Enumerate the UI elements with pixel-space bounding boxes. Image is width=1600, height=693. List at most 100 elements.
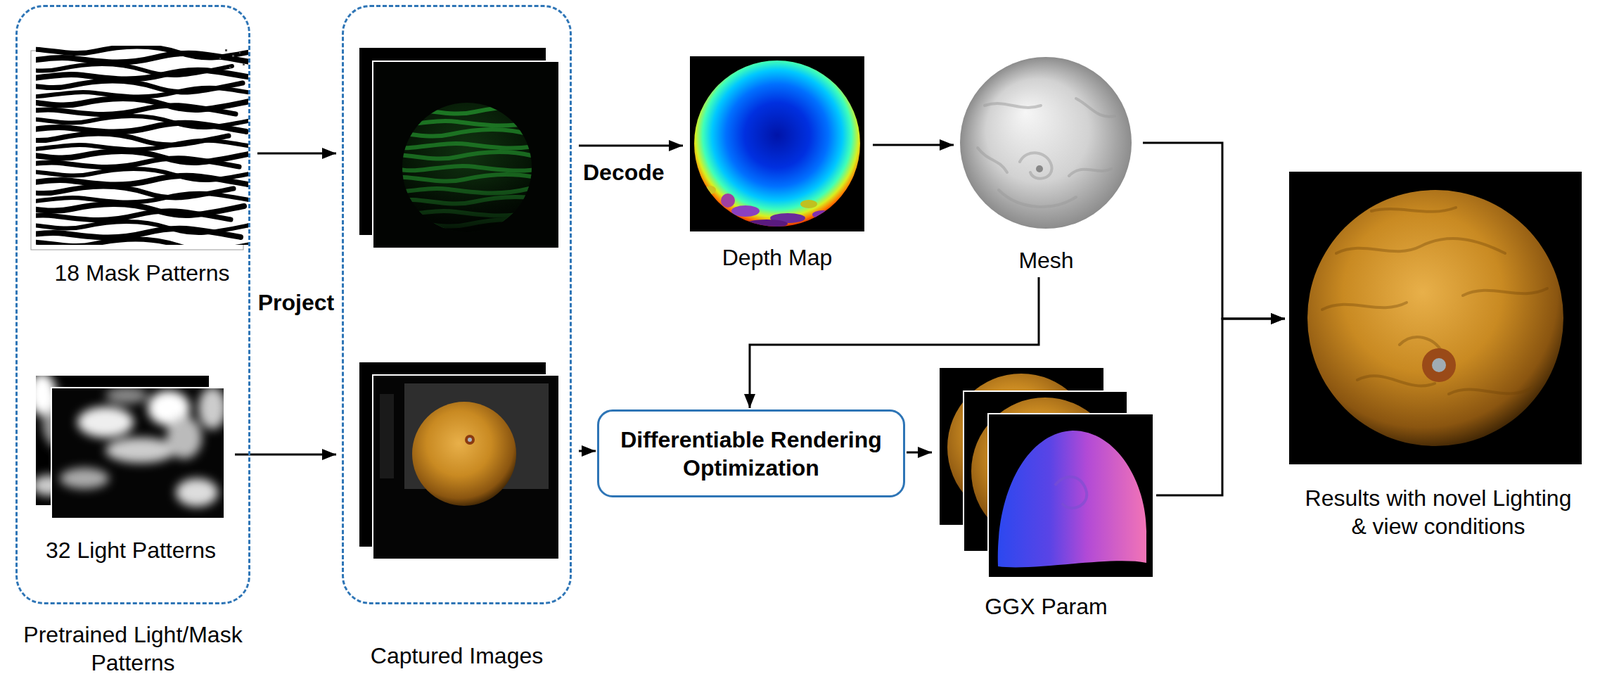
- light-pattern-stack: 32 Light Patterns: [35, 372, 226, 565]
- image-caption: Results with novel Lighting & view condi…: [1299, 483, 1578, 541]
- art-shape: [402, 102, 532, 233]
- mask-pattern-stack: 18 Mask Patterns: [35, 42, 249, 287]
- art-shape: [166, 416, 202, 459]
- art-shape: [105, 387, 148, 404]
- art-shape: [1462, 288, 1548, 296]
- process-label: Differentiable Rendering Optimization: [609, 425, 894, 482]
- art-shape: [1035, 165, 1043, 173]
- art-shape: [812, 210, 834, 219]
- art-shape: [984, 103, 1041, 108]
- image-caption: Mesh: [1018, 246, 1074, 275]
- art-shape: [35, 158, 240, 168]
- art-shape: [720, 193, 735, 208]
- art-shape: [229, 66, 231, 69]
- art-shape: [1322, 207, 1548, 394]
- art-shape: [1076, 98, 1115, 117]
- step-label: Project: [258, 288, 335, 317]
- art-shape: [239, 52, 241, 54]
- caption-holder: Captured Images: [322, 641, 591, 670]
- result-image: Results with novel Lighting & view condi…: [1286, 171, 1591, 541]
- caption-holder: Mesh: [959, 246, 1134, 275]
- art-shape: [1336, 238, 1506, 254]
- art-shape: [35, 87, 249, 98]
- art-shape: [219, 57, 221, 60]
- art-shape: [1422, 348, 1456, 382]
- process-box: Differentiable Rendering Optimization: [597, 409, 906, 498]
- art-shape: [35, 239, 249, 245]
- mask-pattern-image: [0, 45, 271, 251]
- caption-holder: Depth Map: [689, 243, 865, 272]
- art-shape: [35, 70, 249, 80]
- image-caption: Depth Map: [722, 243, 833, 272]
- art-shape: [745, 219, 788, 228]
- art-shape: [1322, 302, 1407, 310]
- image-caption: 32 Light Patterns: [45, 535, 216, 565]
- art-shape: [35, 123, 247, 133]
- image-caption: GGX Param: [984, 592, 1107, 621]
- captured-stripe-image: [359, 47, 651, 249]
- caption-holder: Results with novel Lighting & view condi…: [1286, 483, 1591, 541]
- art-shape: [59, 467, 110, 489]
- captured-group: Captured Images: [341, 4, 572, 605]
- art-shape: [977, 98, 1115, 207]
- captured-photo-image: [359, 362, 560, 560]
- flow-arrow: [749, 277, 1039, 408]
- art-shape: [960, 56, 1132, 229]
- art-shape: [704, 185, 716, 195]
- art-shape: [198, 387, 225, 430]
- art-shape: [412, 401, 517, 506]
- art-shape: [77, 406, 134, 438]
- edge-label-holder: Decode: [583, 158, 665, 187]
- art-shape: [467, 437, 472, 442]
- result-render: [1289, 171, 1582, 465]
- art-shape: [1307, 189, 1564, 446]
- caption-holder: 32 Light Patterns: [35, 535, 226, 565]
- art-shape: [402, 102, 532, 233]
- art-shape: [175, 478, 219, 507]
- art-shape: [800, 199, 818, 209]
- depth-map-image: [689, 56, 865, 232]
- art-shape: [105, 437, 176, 463]
- art-shape: [35, 210, 231, 221]
- art-shape: [1357, 375, 1435, 386]
- art-shape: [998, 189, 1077, 207]
- art-shape: [59, 387, 225, 507]
- art-shape: [694, 60, 861, 227]
- art-shape: [1431, 357, 1446, 373]
- caption-holder: Pretrained Light/Mask Patterns: [0, 620, 270, 677]
- mesh: Mesh: [959, 56, 1134, 275]
- art-shape: [35, 53, 249, 63]
- group-heading: Captured Images: [370, 641, 543, 670]
- art-shape: [372, 61, 560, 249]
- art-shape: [35, 105, 236, 115]
- art-shape: [35, 228, 241, 238]
- flow-arrow: [1142, 142, 1285, 319]
- art-shape: [1371, 207, 1456, 212]
- stripes: [35, 46, 249, 245]
- art-shape: [1054, 476, 1087, 509]
- art-shape: [704, 185, 834, 228]
- light-pattern-image: [28, 372, 227, 519]
- art-shape: [977, 147, 1008, 173]
- edge-group: [234, 142, 1285, 496]
- art-shape: [232, 54, 235, 57]
- ggx-param-stack: GGX Param: [938, 367, 1154, 621]
- art-shape: [464, 434, 475, 445]
- flow-arrow: [578, 144, 683, 147]
- flow-arrow: [1156, 318, 1285, 496]
- flow-arrow: [906, 451, 932, 454]
- step-label-holder: Project: [251, 288, 341, 317]
- image-caption: 18 Mask Patterns: [54, 258, 230, 287]
- caption-holder: Differentiable Rendering Optimization: [609, 425, 894, 482]
- art-shape: [689, 56, 865, 232]
- art-shape: [35, 193, 249, 203]
- art-shape: [225, 49, 228, 52]
- noise-dots: [219, 49, 245, 69]
- caption-holder: GGX Param: [938, 592, 1154, 621]
- art-shape: [1019, 152, 1053, 178]
- art-shape: [1069, 168, 1112, 176]
- image-edge: [51, 387, 225, 519]
- flow-arrow: [578, 450, 596, 453]
